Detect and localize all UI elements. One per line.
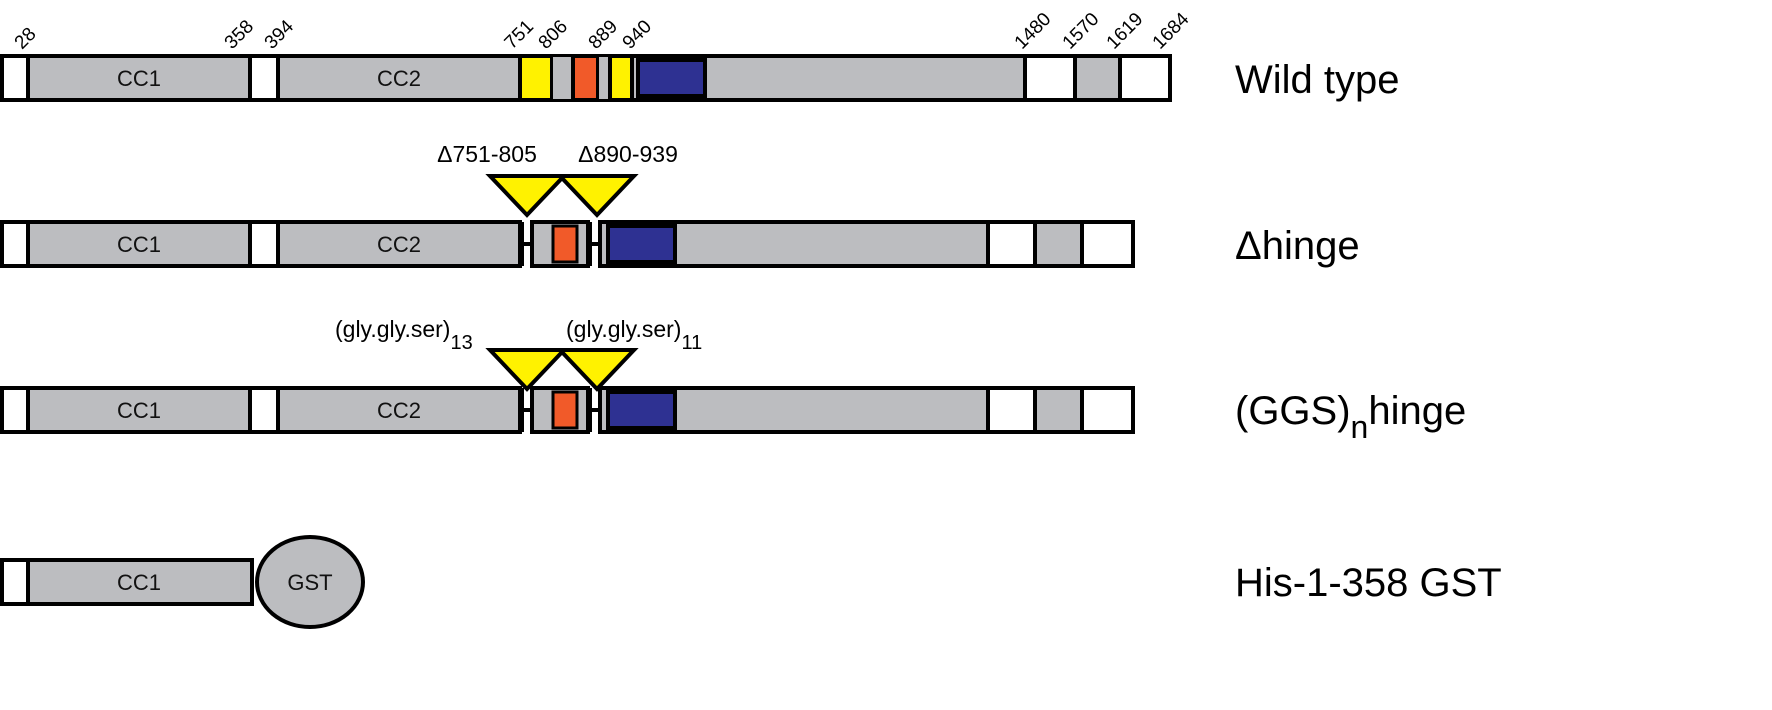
ggs-label-1-sub: 13 <box>450 332 472 354</box>
domain-cc1: CC1 <box>117 570 161 595</box>
domain-gst: GST <box>287 570 332 595</box>
deletion-label-2: Δ890-939 <box>578 141 678 167</box>
construct-label-wild-type: Wild type <box>1235 58 1400 102</box>
domain-cc2: CC2 <box>377 66 421 91</box>
ggs-label-2-sub: 11 <box>681 332 702 354</box>
ggs-label-1-text: (gly.gly.ser) <box>335 316 450 342</box>
pos-label: 1570 <box>1059 9 1104 54</box>
construct-label-dhinge: Δhinge <box>1235 224 1360 268</box>
dhinge-construct <box>0 220 1135 268</box>
pos-label: 1684 <box>1149 8 1194 53</box>
ggs-triangles <box>485 348 639 392</box>
pos-label: 751 <box>501 16 538 53</box>
ggs-sub: n <box>1351 409 1369 445</box>
construct-label-his-gst: His-1-358 GST <box>1235 561 1502 605</box>
wild-type-construct <box>0 54 1172 102</box>
ggs-label-2: (gly.gly.ser)11 <box>566 316 702 354</box>
ggs-hinge-construct <box>0 386 1135 434</box>
pos-label: 940 <box>619 16 656 53</box>
hinge-triangles <box>485 174 639 218</box>
domain-cc2: CC2 <box>377 232 421 257</box>
position-labels: 28 358 394 751 806 889 940 1480 1570 161… <box>11 8 1194 53</box>
his-gst-construct <box>0 535 365 629</box>
construct-label-ggs-hinge: (GGS)nhinge <box>1235 389 1466 445</box>
pos-label: 1480 <box>1011 9 1056 54</box>
deletion-label-1: Δ751-805 <box>437 141 537 167</box>
pos-label: 1619 <box>1103 9 1148 54</box>
domain-cc1: CC1 <box>117 232 161 257</box>
pos-label: 806 <box>535 16 572 53</box>
ggs-label-1: (gly.gly.ser)13 <box>335 316 473 354</box>
domain-cc1: CC1 <box>117 66 161 91</box>
ggs-label-2-text: (gly.gly.ser) <box>566 316 681 342</box>
ggs-suffix: hinge <box>1368 389 1466 433</box>
pos-label: 358 <box>221 16 258 53</box>
domain-cc1: CC1 <box>117 398 161 423</box>
pos-label: 394 <box>261 16 299 54</box>
pos-label: 28 <box>11 24 41 54</box>
pos-label: 889 <box>585 16 622 53</box>
domain-cc2: CC2 <box>377 398 421 423</box>
ggs-prefix: (GGS) <box>1235 389 1351 433</box>
